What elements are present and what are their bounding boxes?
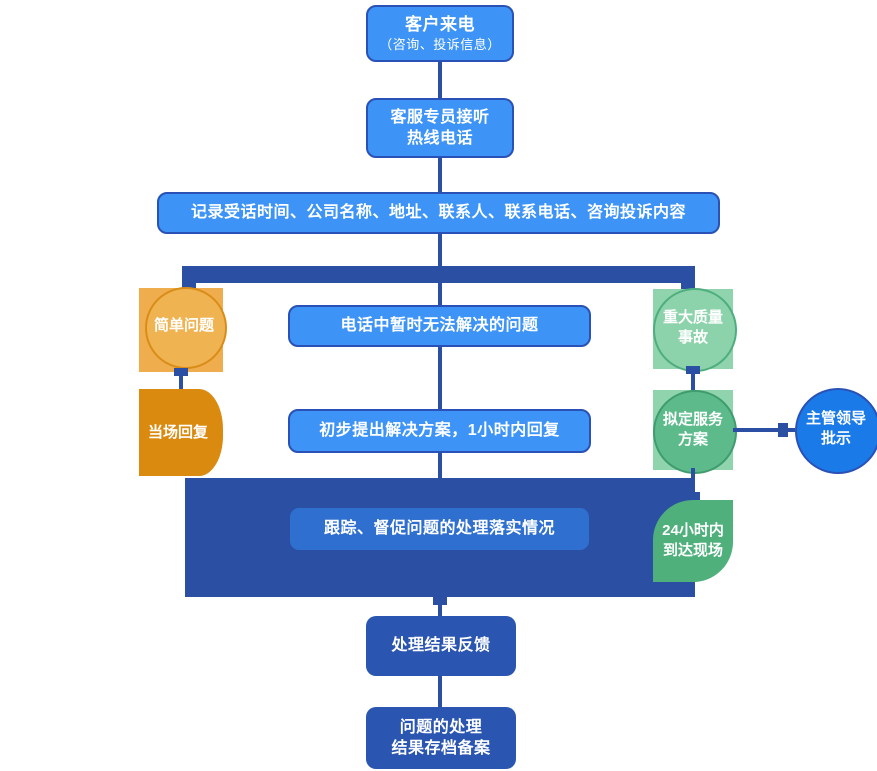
node-record-info[interactable]: 记录受话时间、公司名称、地址、联系人、联系电话、咨询投诉内容 (157, 192, 720, 234)
node-arrive-24h[interactable] (653, 500, 733, 582)
node-major-accident-label: 重大质量 事故 (653, 288, 733, 368)
node-arrive-24h-label: 24小时内 到达现场 (653, 500, 733, 582)
connector-accident-stub (686, 366, 700, 374)
connector-record-to-band (438, 234, 442, 268)
node-answer-onsite-label: 当场回复 (147, 423, 208, 441)
branch-bar-top (182, 266, 695, 283)
connector-feedback-to-archive (438, 676, 442, 707)
node-agent-answer-line2: 热线电话 (406, 130, 473, 147)
node-agent-answer-line1: 客服专员接听 (390, 108, 490, 126)
node-result-feedback[interactable]: 处理结果反馈 (366, 616, 516, 676)
branch-bar-left-drop (182, 266, 196, 292)
node-arrive-24h-line2: 到达现场 (662, 542, 723, 559)
connector-agent-to-record (438, 158, 442, 192)
node-service-plan-line1: 拟定服务 (662, 411, 723, 429)
node-agent-answer[interactable]: 客服专员接听 热线电话 (366, 98, 514, 158)
node-major-accident-line1: 重大质量 (662, 309, 723, 327)
node-track-supervise[interactable]: 跟踪、督促问题的处理落实情况 (290, 508, 589, 550)
branch-bar-right-drop (681, 266, 695, 292)
connector-simple-to-onsite (179, 368, 183, 390)
connector-24h-stub (686, 492, 700, 502)
connector-plan-to-24h (691, 468, 695, 498)
node-arrive-24h-line1: 24小时内 (662, 522, 724, 540)
node-result-feedback-label: 处理结果反馈 (391, 637, 491, 655)
node-customer-call-line2: （咨询、投诉信息） (379, 37, 501, 53)
node-answer-onsite[interactable] (139, 389, 223, 476)
node-archive-result[interactable]: 问题的处理 结果存档备案 (366, 707, 516, 769)
node-major-accident-line2: 事故 (677, 329, 708, 346)
connector-unsolved-to-plan (438, 347, 442, 409)
node-service-plan-line2: 方案 (677, 431, 708, 448)
node-unsolved-by-phone[interactable]: 电话中暂时无法解决的问题 (288, 305, 591, 347)
connector-call-to-agent (438, 62, 442, 98)
node-unsolved-by-phone-label: 电话中暂时无法解决的问题 (340, 317, 539, 335)
node-customer-call[interactable]: 客户来电 （咨询、投诉信息） (366, 5, 514, 62)
node-leader-instruction-line2: 批示 (820, 430, 851, 447)
connector-navy-to-feedback (438, 597, 442, 616)
connector-plan-to-navy (438, 453, 442, 479)
node-record-info-label: 记录受话时间、公司名称、地址、联系人、联系电话、咨询投诉内容 (190, 204, 686, 222)
connector-leader-stub (778, 423, 788, 437)
node-archive-result-line2: 结果存档备案 (391, 740, 491, 757)
node-leader-instruction-label: 主管领导 批示 (795, 388, 877, 470)
connector-feedback-stub (433, 597, 447, 605)
node-track-supervise-label: 跟踪、督促问题的处理落实情况 (323, 520, 555, 538)
node-service-plan-label: 拟定服务 方案 (653, 390, 733, 470)
node-initial-plan-label: 初步提出解决方案，1小时内回复 (319, 422, 560, 440)
connector-accident-to-plan (691, 366, 695, 390)
connector-simple-stub (174, 368, 188, 376)
connector-band-to-unsolved (438, 283, 442, 306)
node-customer-call-line1: 客户来电 (405, 14, 475, 34)
node-major-accident[interactable] (653, 288, 737, 372)
node-initial-plan[interactable]: 初步提出解决方案，1小时内回复 (288, 409, 591, 453)
connector-plan-to-leader (733, 428, 795, 432)
node-service-plan[interactable] (653, 390, 737, 474)
node-simple-problem-label: 简单问题 (153, 317, 214, 335)
node-leader-instruction[interactable] (795, 388, 877, 474)
node-archive-result-line1: 问题的处理 (399, 718, 483, 736)
node-leader-instruction-line1: 主管领导 (805, 410, 866, 428)
